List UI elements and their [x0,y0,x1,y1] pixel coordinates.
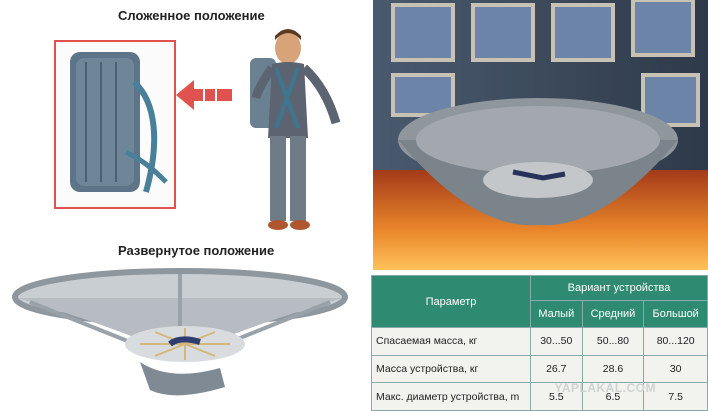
variant-header: Вариант устройства [530,275,708,301]
variant-small: Малый [530,300,583,328]
folded-backpack-illustration [70,52,168,193]
red-arrow-icon [176,80,232,110]
variant-medium: Средний [581,300,645,328]
table-row: Макс. диаметр устройства, m 5.5 6.5 7.5 [371,382,708,411]
watermark: YAPLAKAL.COM [554,381,656,395]
variant-large: Большой [643,300,708,328]
table-row: Масса устройства, кг 26.7 28.6 30 [371,354,708,384]
backpack-frame [54,40,176,209]
deployed-device-illustration [12,268,348,396]
table-row: Спасаемая масса, кг 30...50 50...80 80..… [371,327,708,356]
man-with-backpack-illustration [250,29,341,230]
param-header: Параметр [371,275,531,328]
folded-position-title: Сложенное положение [118,8,265,23]
device-in-use-photo [373,0,708,270]
specifications-table: Параметр Вариант устройства Малый Средни… [371,275,708,411]
deployed-position-title: Развернутое положение [118,243,275,258]
